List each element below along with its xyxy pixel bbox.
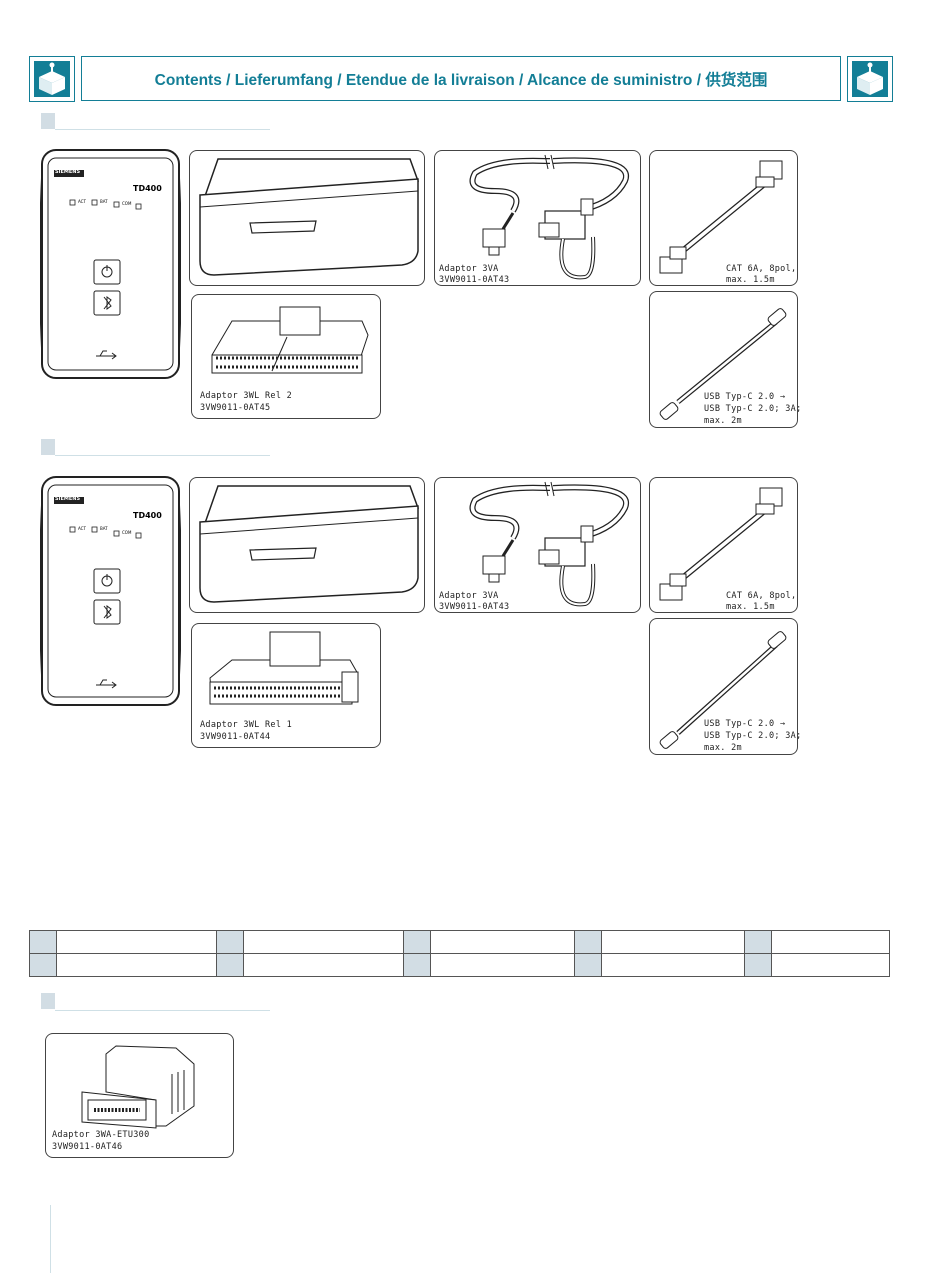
item-caption: Adaptor 3WL Rel 2: [200, 391, 293, 401]
led-label: COM: [122, 201, 132, 206]
item-caption: Adaptor 3VA: [439, 264, 499, 274]
package-box-icon: [29, 56, 75, 102]
margin-rule: [50, 1205, 51, 1273]
cat6a-cable-illustration: [659, 487, 783, 601]
item-caption-2: USB Typ-C 2.0; 3A;: [704, 731, 802, 741]
section-rule: [55, 455, 270, 456]
adaptor-3wa-card: Adaptor 3WA-ETU300 3VW9011-0AT46: [45, 1033, 234, 1158]
adaptor-3wl-card: Adaptor 3WL Rel 1 3VW9011-0AT44: [191, 623, 381, 748]
item-caption: Adaptor 3WL Rel 1: [200, 720, 293, 730]
item-caption: CAT 6A, 8pol,: [726, 264, 797, 274]
item-caption: Adaptor 3WA-ETU300: [52, 1130, 150, 1140]
item-part-number: 3VW9011-0AT46: [52, 1142, 123, 1152]
cat6a-cable-card: CAT 6A, 8pol, max. 1.5m: [649, 477, 798, 613]
device-model: TD400: [133, 511, 162, 520]
section-rule: [55, 1010, 270, 1011]
page-title: Contents / Lieferumfang / Etendue de la …: [81, 56, 841, 101]
device-brand: SIEMENS: [55, 169, 81, 175]
carrying-case-illustration: [199, 485, 420, 603]
td400-device: SIEMENS TD400 ACT BAT COM: [39, 475, 182, 707]
adaptor-3wl-card: Adaptor 3WL Rel 2 3VW9011-0AT45: [191, 294, 381, 419]
table-row: [28, 953, 891, 977]
ordering-table: [28, 930, 891, 977]
package-box-icon: [847, 56, 893, 102]
led-label: BAT: [100, 526, 108, 531]
item-caption-3: max. 2m: [704, 416, 742, 426]
adaptor-3wl-illustration: [209, 631, 359, 705]
led-label: ACT: [78, 526, 86, 531]
carrying-case-illustration: [199, 158, 420, 276]
carrying-case-card: [189, 150, 425, 286]
section-marker: [41, 993, 55, 1009]
led-label: ACT: [78, 199, 86, 204]
cat6a-cable-card: CAT 6A, 8pol, max. 1.5m: [649, 150, 798, 286]
item-caption: Adaptor 3VA: [439, 591, 499, 601]
item-part-number: 3VW9011-0AT45: [200, 403, 271, 413]
item-caption-2: max. 1.5m: [726, 602, 775, 612]
usb-cable-card: USB Typ-C 2.0 → USB Typ-C 2.0; 3A; max. …: [649, 291, 801, 428]
item-caption: USB Typ-C 2.0 →: [704, 392, 786, 402]
adaptor-3va-illustration: [469, 154, 630, 280]
cat6a-cable-illustration: [659, 160, 783, 274]
section-marker: [41, 439, 55, 455]
section-rule: [55, 129, 270, 130]
carrying-case-card: [189, 477, 425, 613]
item-caption-3: max. 2m: [704, 743, 742, 753]
table-row: [28, 930, 891, 954]
led-label: COM: [122, 530, 132, 535]
adaptor-3va-card: Adaptor 3VA 3VW9011-0AT43: [434, 150, 641, 286]
adaptor-3wl-illustration: [211, 306, 369, 374]
item-part-number: 3VW9011-0AT43: [439, 275, 510, 285]
adaptor-3va-illustration: [469, 481, 630, 607]
adaptor-3va-card: Adaptor 3VA 3VW9011-0AT43: [434, 477, 641, 613]
led-label: BAT: [100, 199, 108, 204]
usb-cable-illustration: [659, 631, 787, 749]
item-part-number: 3VW9011-0AT44: [200, 732, 271, 742]
section-marker: [41, 113, 55, 129]
usb-cable-illustration: [659, 308, 787, 420]
adaptor-3wa-illustration: [81, 1045, 195, 1129]
usb-cable-card: USB Typ-C 2.0 → USB Typ-C 2.0; 3A; max. …: [649, 618, 801, 755]
td400-device: SIEMENS TD400 ACT BAT COM: [39, 148, 182, 380]
item-caption-2: max. 1.5m: [726, 275, 775, 285]
device-brand: SIEMENS: [55, 496, 81, 502]
device-model: TD400: [133, 184, 162, 193]
item-part-number: 3VW9011-0AT43: [439, 602, 510, 612]
item-caption: CAT 6A, 8pol,: [726, 591, 797, 601]
item-caption-2: USB Typ-C 2.0; 3A;: [704, 404, 802, 414]
item-caption: USB Typ-C 2.0 →: [704, 719, 786, 729]
